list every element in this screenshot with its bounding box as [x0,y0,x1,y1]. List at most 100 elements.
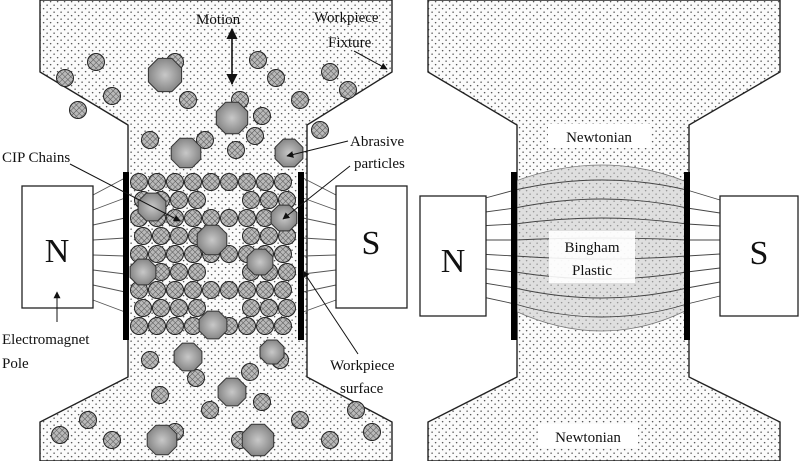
newtonian-bottom-label: Newtonian [555,430,621,446]
left-field-lines-n [92,177,126,313]
abrasive-particle [246,248,274,276]
cip-particle [166,245,184,263]
cip-particle [363,423,381,441]
cip-particle [184,281,202,299]
cip-particle [220,209,238,227]
right-pole-s-label: S [750,235,769,272]
cip-particle [220,281,238,299]
cip-particle [347,401,365,419]
magnet-pole-north-left: N [21,185,94,309]
cip-particle [170,227,188,245]
cip-particle [260,191,278,209]
cip-particle [134,227,152,245]
cip-particle [188,191,206,209]
cip-particle [253,393,271,411]
cip-particle [238,173,256,191]
surface-label-2: surface [340,381,384,397]
cip-particle [201,401,219,419]
cip-particle [241,363,259,381]
abrasive-particle [170,137,202,169]
surface-label-1: Workpiece [330,358,395,374]
cip-particle [196,131,214,149]
right-pole-n-label: N [441,243,466,280]
cip-particle [274,317,292,335]
magnet-pole-south-left: S [335,185,408,309]
abrasive-particle [173,342,203,372]
cip-particle [166,173,184,191]
cip-particle [238,281,256,299]
cip-particle [227,141,245,159]
cip-particle [188,299,206,317]
bingham-label-box [549,231,635,283]
abrasive-particle [129,258,157,286]
cip-particle [130,317,148,335]
left-panel: N S Motion Workpiece Fixture CIP Chains … [2,0,408,461]
cip-particle [220,173,238,191]
abrasive-pointer-1 [286,140,349,158]
electromagnet-label-1: Electromagnet [2,332,90,348]
cip-particle [170,263,188,281]
cip-particle [103,431,121,449]
abrasive-particles [129,57,304,457]
cip-particle [253,107,271,125]
cip-particle [274,281,292,299]
cip-particle [184,173,202,191]
left-field-lines-s [302,177,337,313]
cip-particle [291,91,309,109]
cip-particle [188,263,206,281]
cip-particle [141,351,159,369]
cip-particle [51,426,69,444]
abrasive-particle [215,101,249,135]
workpiece-surface-left [123,172,129,340]
cip-particle [179,91,197,109]
cip-particle [184,209,202,227]
cip-particle [148,317,166,335]
cip-particle [311,121,329,139]
cip-particle [141,131,159,149]
newtonian-bottom-box [538,424,638,448]
abrasive-particle [198,310,228,340]
abrasive-particle [259,339,285,365]
pole-s-label: S [362,225,381,262]
magnet-pole-south-right: S [719,195,799,317]
cip-particle [242,299,260,317]
pole-n-label: N [45,233,70,270]
cip-particle [134,299,152,317]
cip-particle [339,81,357,99]
cip-particle [256,173,274,191]
cip-particle [321,431,339,449]
magnet-pole-north-right: N [419,195,487,317]
cip-particle [148,281,166,299]
cip-particle [246,127,264,145]
newtonian-top-label: Newtonian [566,130,632,146]
cip-particle [184,245,202,263]
cip-particle [256,281,274,299]
cip-particle [202,281,220,299]
cip-particle [170,191,188,209]
cip-particle [274,245,292,263]
abrasive-particle [147,57,183,93]
cip-particle [249,51,267,69]
cip-particle [148,245,166,263]
right-panel: N S Newtonian Bingham Plastic Newtonian [419,0,799,461]
cip-chains-pointer [69,163,181,222]
abrasive-particle [196,224,228,256]
fixture-label-2: Fixture [328,35,372,51]
cip-particle [56,69,74,87]
cip-particle [220,245,238,263]
cip-particle [187,369,205,387]
right-surface-left [511,172,517,340]
abrasive-particle [217,377,247,407]
cip-particle [166,317,184,335]
cip-particle [130,173,148,191]
workpiece-surface-right [298,172,304,340]
abrasive-label-1: Abrasive [350,134,404,150]
cip-chains-label: CIP Chains [2,150,70,166]
electromagnet-label-2: Pole [2,356,29,372]
cip-particle [256,317,274,335]
abrasive-pointer-2 [282,165,351,220]
cip-particle [278,299,296,317]
cip-particle [87,53,105,71]
cip-particle [79,411,97,429]
